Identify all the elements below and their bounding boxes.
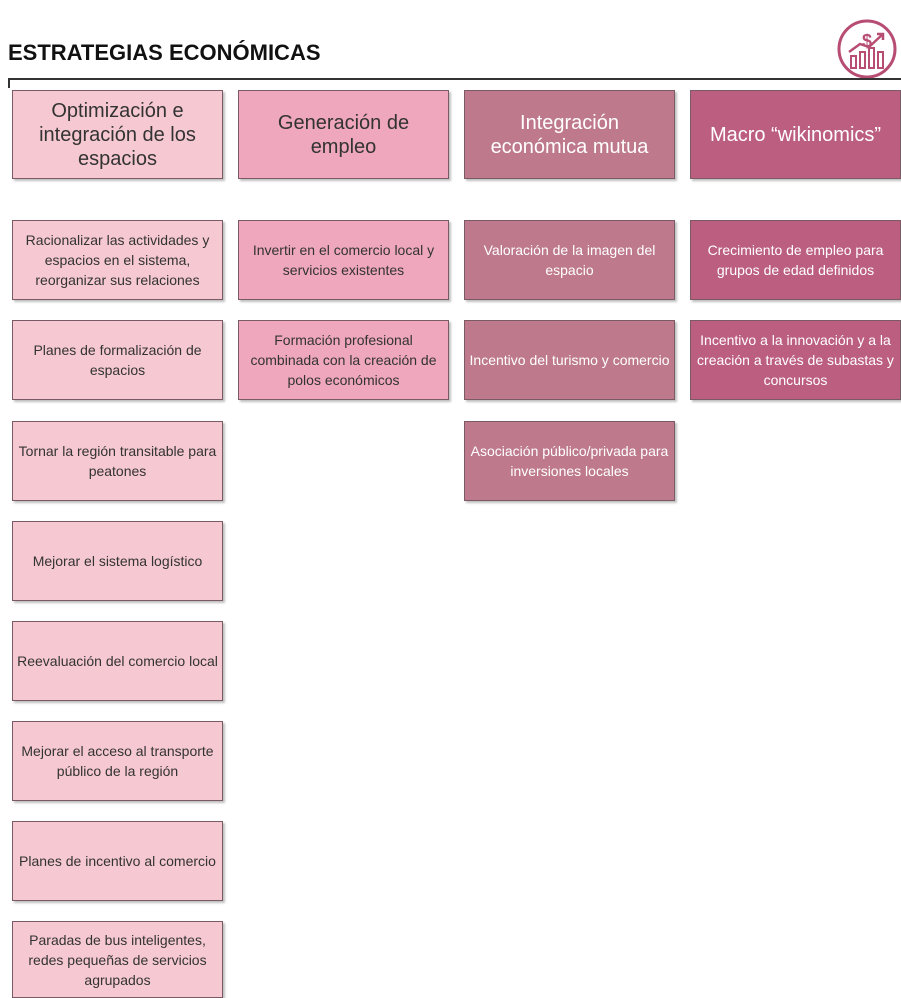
strategy-card: Racionalizar las actividades y espacios … bbox=[12, 220, 223, 300]
money-growth-chart-icon: $ bbox=[837, 19, 897, 79]
strategy-card: Reevaluación del comercio local bbox=[12, 621, 223, 701]
strategy-card: Valoración de la imagen del espacio bbox=[464, 220, 675, 300]
column-header: Macro “wikinomics” bbox=[690, 90, 901, 179]
strategy-card: Asociación público/privada para inversio… bbox=[464, 421, 675, 501]
column-header: Optimización e integración de los espaci… bbox=[12, 90, 223, 179]
strategy-card: Tornar la región transitable para peaton… bbox=[12, 421, 223, 501]
strategy-card: Planes de incentivo al comercio bbox=[12, 821, 223, 901]
strategy-card: Mejorar el sistema logístico bbox=[12, 521, 223, 601]
strategy-card: Planes de formalización de espacios bbox=[12, 320, 223, 400]
strategy-card: Incentivo a la innovación y a la creació… bbox=[690, 320, 901, 400]
strategy-card: Mejorar el acceso al transporte público … bbox=[12, 721, 223, 801]
title-underline-tick bbox=[8, 78, 10, 88]
strategy-card: Formación profesional combinada con la c… bbox=[238, 320, 449, 400]
svg-text:$: $ bbox=[862, 31, 872, 51]
column-header: Integración económica mutua bbox=[464, 90, 675, 179]
strategy-card: Invertir en el comercio local y servicio… bbox=[238, 220, 449, 300]
strategy-card: Crecimiento de empleo para grupos de eda… bbox=[690, 220, 901, 300]
strategy-card: Incentivo del turismo y comercio bbox=[464, 320, 675, 400]
strategy-card: Paradas de bus inteligentes, redes peque… bbox=[12, 921, 223, 998]
column-header: Generación de empleo bbox=[238, 90, 449, 179]
title-underline bbox=[8, 78, 901, 80]
page-title: ESTRATEGIAS ECONÓMICAS bbox=[8, 40, 321, 65]
